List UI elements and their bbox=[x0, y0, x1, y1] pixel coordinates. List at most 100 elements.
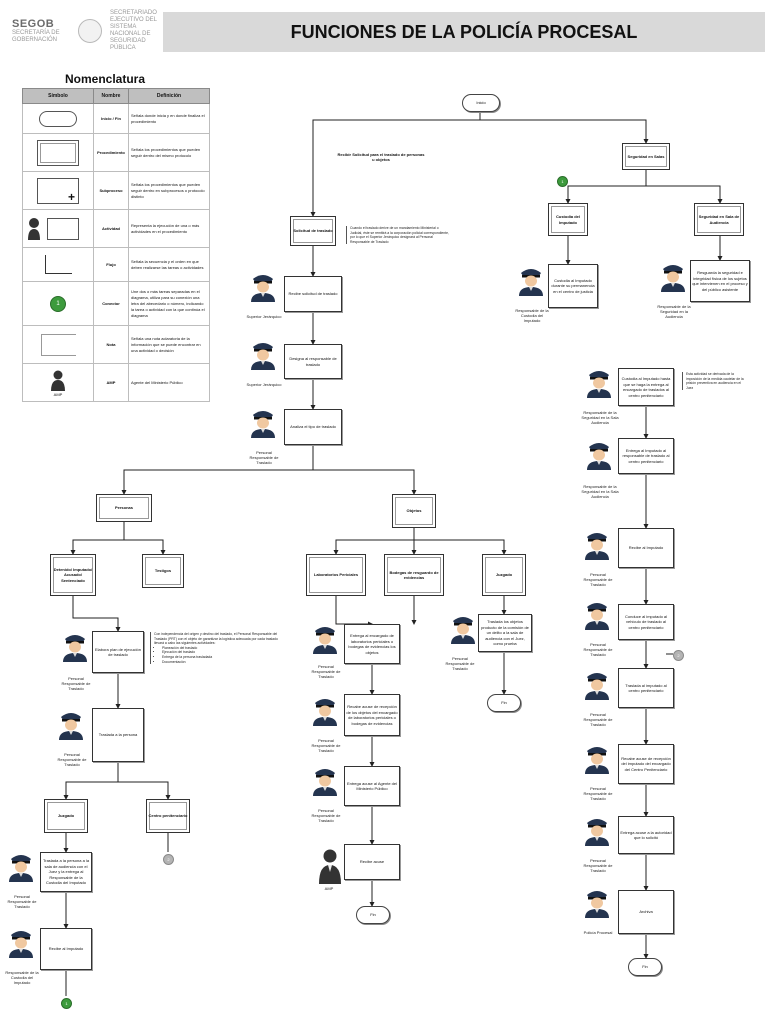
role-caption: Personal Responsable de Traslado bbox=[583, 572, 613, 587]
transfer-request-box: Solicitud de traslado bbox=[290, 216, 336, 246]
transfer-to-courtroom-activity: Traslada a la persona a la sala de audie… bbox=[40, 852, 92, 892]
nomenclature-table: Símbolo Nombre Definición Inicio / Fin S… bbox=[22, 88, 210, 402]
page-title: FUNCIONES DE LA POLICÍA PROCESAL bbox=[290, 21, 638, 42]
officer-icon bbox=[584, 888, 610, 918]
officer-icon bbox=[584, 816, 610, 846]
row-name: Actividad bbox=[93, 209, 129, 248]
plan-note-item: Planeación del traslado bbox=[162, 646, 282, 651]
nomenclature-row: AMP AMP Agente del Ministerio Público bbox=[22, 363, 210, 402]
transfer-objects-activity: Traslada los objetos producto de la comi… bbox=[478, 614, 532, 652]
penitentiary-box: Centro penitenciario bbox=[146, 799, 190, 833]
transfer-person-activity: Traslada a la persona bbox=[92, 708, 144, 762]
nomenclature-row: Flujo Señala la secuencia y el orden en … bbox=[22, 247, 210, 282]
receive-accused-right-activity: Recibe al Imputado bbox=[618, 528, 674, 568]
role-caption: AMP bbox=[324, 886, 334, 891]
transfer-to-penitentiary-activity: Traslada al imputado al centro penitenci… bbox=[618, 668, 674, 708]
people-box: Personas bbox=[96, 494, 152, 522]
row-definition: Señala una nota aclaratoria de la inform… bbox=[128, 325, 210, 364]
role-caption: Personal Responsable de Traslado bbox=[249, 450, 279, 465]
amp-icon bbox=[51, 370, 65, 391]
courtroom-security-box: Seguridad en Sala de Audiencia bbox=[694, 203, 744, 236]
nomenclature-header-row: Símbolo Nombre Definición bbox=[22, 88, 210, 104]
designate-responsible-activity: Designa al responsable de traslado bbox=[284, 344, 342, 379]
labs-box: Laboratorios Periciales bbox=[306, 554, 366, 596]
safeguard-integrity-activity: Resguarda la seguridad e integridad físi… bbox=[690, 260, 750, 302]
officer-silhouette-icon bbox=[28, 218, 40, 240]
role-caption: Personal Responsable de Traslado bbox=[583, 642, 613, 657]
receive-accused-left-activity: Recibe al Imputado bbox=[40, 928, 92, 970]
note-bracket-icon bbox=[40, 333, 76, 356]
flow-connectors bbox=[63, 112, 723, 996]
court-objects-box: Juzgado bbox=[482, 554, 526, 596]
header-symbol: Símbolo bbox=[22, 88, 94, 104]
officer-icon bbox=[584, 530, 610, 560]
plan-note: Con independencia del origen y destino d… bbox=[150, 632, 282, 665]
row-definition: Representa la ejecución de una o más act… bbox=[128, 209, 210, 248]
connector-1-bottom: 1 bbox=[61, 998, 72, 1009]
obtain-receipt-penitentiary-activity: Recabe acuse de recepción del imputado d… bbox=[618, 744, 674, 784]
header-name: Nombre bbox=[93, 88, 129, 104]
officer-icon bbox=[250, 408, 276, 438]
segob-logo-text: SEGOB bbox=[12, 18, 55, 30]
role-caption: Personal Responsable de Traslado bbox=[583, 858, 613, 873]
segob-logo-subtext: SECRETARÍA DE GOBERNACIÓN bbox=[12, 30, 60, 43]
role-caption: Personal Responsable de Traslado bbox=[57, 752, 87, 767]
role-caption: Personal Responsable de Traslado bbox=[445, 656, 475, 671]
custody-note: Esta actividad se derivada de la imposic… bbox=[682, 372, 748, 391]
amp-icon-caption: AMP bbox=[53, 391, 63, 397]
title-bar: FUNCIONES DE LA POLICÍA PROCESAL bbox=[163, 12, 765, 52]
officer-icon bbox=[660, 262, 686, 292]
officer-icon bbox=[312, 624, 338, 654]
officer-icon bbox=[250, 272, 276, 302]
plan-note-item: Documentación bbox=[162, 660, 282, 665]
connector-2-right: 2 bbox=[673, 650, 684, 661]
row-name: AMP bbox=[93, 363, 129, 402]
end-terminator-right: Fin bbox=[628, 958, 662, 976]
role-caption: Responsable de la Seguridad en la Sala A… bbox=[581, 484, 619, 499]
custody-of-accused-box: Custodia del Imputado bbox=[548, 203, 588, 236]
nomenclature-row: Nota Señala una nota aclaratoria de la i… bbox=[22, 325, 210, 364]
header: SEGOB SECRETARÍA DE GOBERNACIÓN SECRETAR… bbox=[0, 0, 768, 62]
officer-icon bbox=[586, 368, 612, 398]
officer-icon bbox=[58, 710, 84, 740]
security-in-rooms-box: Seguridad en Salas bbox=[622, 143, 670, 170]
officer-icon bbox=[62, 632, 88, 662]
role-caption: Personal Responsable de Traslado bbox=[61, 676, 91, 691]
row-name: Nota bbox=[93, 325, 129, 364]
role-caption: Personal Responsable de Traslado bbox=[7, 894, 37, 909]
row-name: Flujo bbox=[93, 247, 129, 282]
plan-note-item: Entrega de la persona trasladada bbox=[162, 655, 282, 660]
end-terminator-court: Fin bbox=[487, 694, 521, 712]
role-caption: Personal Responsable de Traslado bbox=[311, 664, 341, 679]
nomenclature-row: Procedimiento Señala los procedimientos … bbox=[22, 133, 210, 172]
flow-arrow-icon bbox=[44, 255, 72, 274]
nomenclature-row: Inicio / Fin Señala donde inicia y en do… bbox=[22, 103, 210, 134]
officer-icon bbox=[518, 266, 544, 296]
role-caption: Responsable de la Seguridad en la Sala A… bbox=[581, 410, 619, 425]
role-caption: Personal Responsable de Traslado bbox=[311, 738, 341, 753]
deliver-receipt-authority-activity: Entrega acuse a la autoridad que lo soli… bbox=[618, 816, 674, 854]
custody-during-stay-activity: Custodia al Imputado durante su permanen… bbox=[548, 264, 598, 308]
plan-note-intro: Con independencia del origen y destino d… bbox=[154, 632, 278, 646]
row-definition: Señala la secuencia y el orden en que de… bbox=[128, 247, 210, 282]
witnesses-box: Testigos bbox=[142, 554, 184, 588]
end-terminator-objects: Fin bbox=[356, 906, 390, 924]
analyze-transfer-type-activity: Analiza el tipo de traslado bbox=[284, 409, 342, 445]
detainee-box: Detenido/ Imputado/ Acusado/ Sentenciado bbox=[50, 554, 96, 596]
role-caption: Responsable de la Custodia del Imputado bbox=[5, 970, 39, 985]
connector-icon: 1 bbox=[50, 295, 66, 312]
start-terminator: Inicio bbox=[462, 94, 500, 112]
subprocess-symbol bbox=[37, 177, 79, 204]
procedure-symbol bbox=[37, 139, 79, 166]
officer-icon bbox=[250, 340, 276, 370]
plan-note-item: Ejecución del traslado bbox=[162, 650, 282, 655]
amp-figure-icon bbox=[318, 848, 344, 884]
connector-2-left: 2 bbox=[163, 854, 174, 865]
transfer-request-note: Cuando el traslado derive de un mandamie… bbox=[346, 226, 450, 245]
role-caption: Policía Procesal bbox=[583, 930, 613, 935]
execution-plan-activity: Elabora plan de ejecución de traslado bbox=[92, 631, 144, 673]
role-caption: Superior Jerárquico bbox=[246, 314, 282, 319]
officer-icon bbox=[584, 600, 610, 630]
role-caption: Superior Jerárquico bbox=[246, 382, 282, 387]
